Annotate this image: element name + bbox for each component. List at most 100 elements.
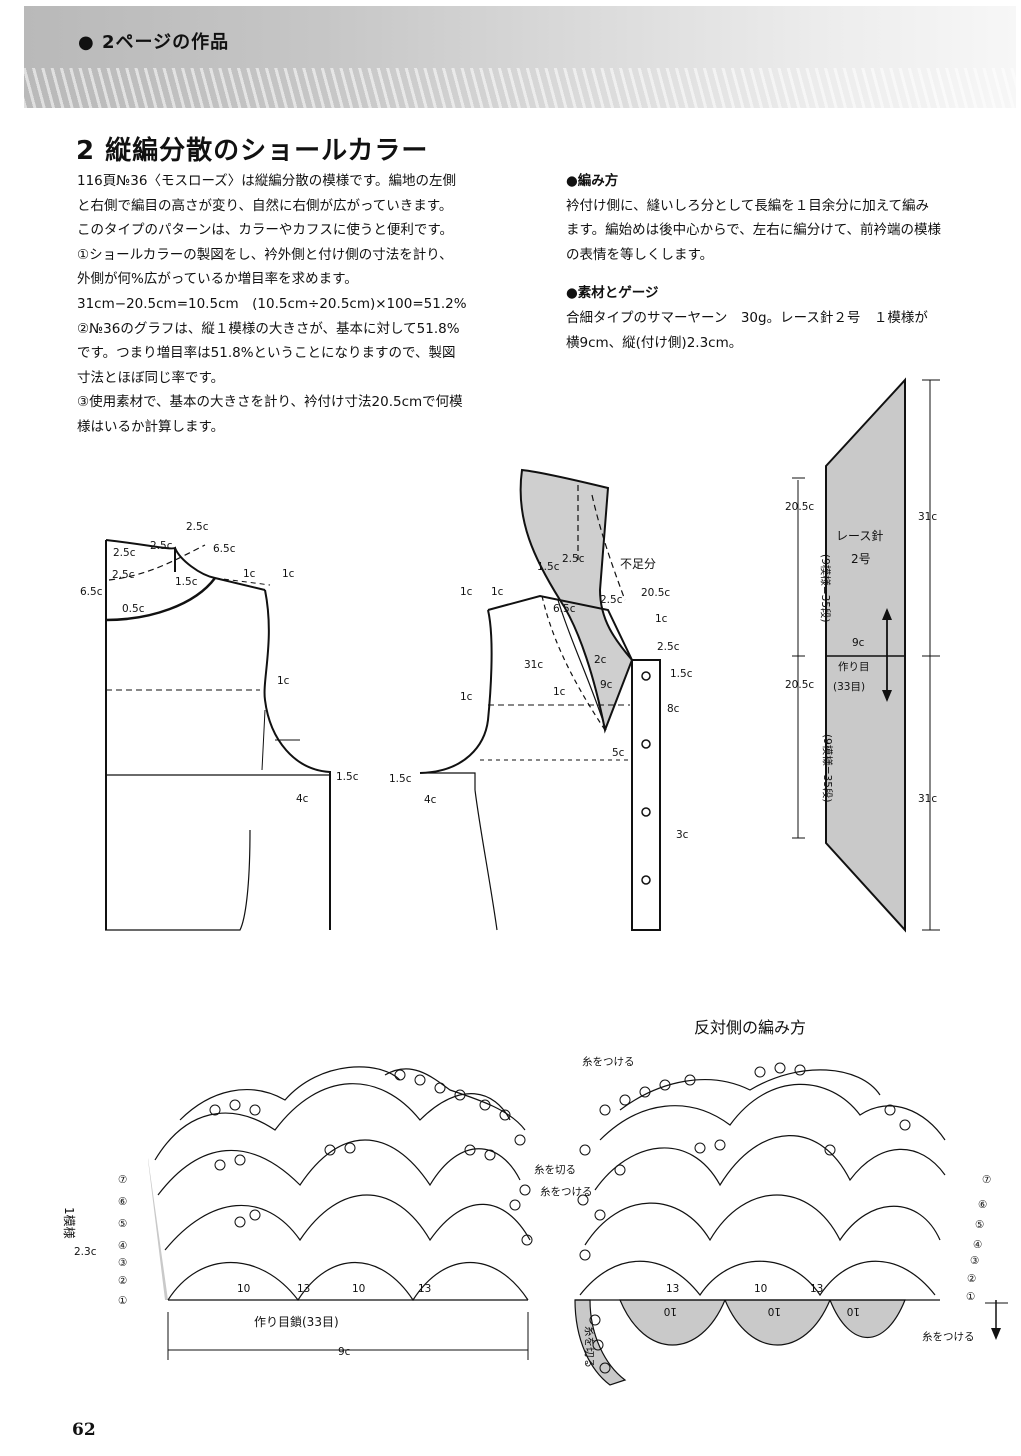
back-measure-8: 0.5c [122,603,145,615]
crochet-chart-left [148,1066,533,1302]
back-measure-1: 2.5c [186,521,209,533]
left-repeat-label: 1模様 [62,1207,76,1239]
text-line: ①ショールカラーの製図をし、衿外側と付け側の寸法を計り、 [77,246,453,263]
back-measure-11: 1c [277,675,290,687]
left-width: 9c [338,1346,351,1358]
left-row-6: ⑥ [118,1196,127,1208]
back-measure-5: 6.5c [213,543,236,555]
collar-width: 9c [852,637,865,649]
text-line: ます。編始めは後中心からで、左右に編分けて、前衿端の模様 [566,222,942,239]
front-measurements: 1c 1c 1.5c 2.5c 不足分 20.5c 6.5c 2.5c 1c 2… [389,553,693,841]
right-mirror-count-2: 10 [768,1305,781,1317]
front-measure-14: 9c [600,679,613,691]
text-line: 外側が何%広がっているか増目率を求めます。 [77,271,358,288]
right-yarn-attach-top: 糸をつける [582,1056,635,1068]
back-measure-4: 2.5c [112,569,135,581]
right-yarn-attach: 糸をつける [540,1186,593,1198]
front-measure-16: 8c [667,703,680,715]
crochet-left-labels: ⑦ ⑥ ⑤ ④ ③ ② ① 1模様 2.3c 10 13 10 13 作り目鎖(… [62,1174,529,1360]
front-measure-13: 1c [553,686,566,698]
collar-upper-note: (9模様=35段) [819,554,832,623]
front-measure-3: 1.5c [537,561,560,573]
right-row-2: ② [967,1273,976,1285]
front-measure-18: 5c [612,747,625,759]
text-line: 31cm−20.5cm=10.5cm (10.5cm÷20.5cm)×100=5… [77,295,467,312]
front-measure-2: 1c [491,586,504,598]
crochet-chart-right [574,1062,946,1386]
front-measure-19: 1.5c [389,773,412,785]
left-row-7: ⑦ [118,1174,127,1186]
left-row-2: ② [118,1275,127,1287]
collar-lower-length: 20.5c [785,679,814,691]
left-repeat-height: 2.3c [74,1246,97,1258]
back-measure-2: 2.5c [113,547,136,559]
right-row-1: ① [966,1291,975,1303]
back-measure-10: 1c [282,568,295,580]
left-row-1: ① [118,1295,127,1307]
collar-start: 作り目 [838,661,870,673]
right-row-4: ④ [973,1239,982,1251]
right-yarn-attach-bottom: 糸をつける [922,1331,975,1343]
collar-outer-lower: 31c [918,793,937,805]
front-measure-21: 3c [676,829,689,841]
front-measure-4: 2.5c [562,553,585,565]
text-line: 116頁№36〈モスローズ〉は縦編分散の模様です。編地の左側 [77,173,456,189]
collar-upper-length: 20.5c [785,501,814,513]
right-row-7: ⑦ [982,1174,991,1186]
knit-heading: ●編み方 [566,173,619,189]
text-line: 衿付け側に、縫いしろ分として長編を１目余分に加えて編み [566,197,930,214]
right-row-3: ③ [970,1255,979,1267]
collar-outer-upper: 31c [918,511,937,523]
left-fan-count-2: 13 [297,1283,310,1295]
back-measure-13: 4c [296,793,309,805]
back-measurements: 2.5c 2.5c 2.5c 2.5c 6.5c 6.5c 1.5c 0.5c … [80,521,359,805]
left-fan-count-4: 13 [418,1283,431,1295]
section-label: ● 2ページの作品 [78,32,230,53]
front-measure-7: 6.5c [553,603,576,615]
right-yarn-cut: 糸を切る [534,1164,576,1176]
header-band [24,6,1016,108]
text-line: の表情を等しくします。 [566,246,714,263]
text-line: 合細タイプのサマーヤーン 30g。レース針２号 １模様が [566,309,928,326]
left-row-5: ⑤ [118,1218,127,1230]
right-mirror-count-3: 10 [847,1305,860,1317]
opposite-side-caption: 反対側の編み方 [694,1018,807,1037]
crochet-right-labels: 糸をつける 糸を切る 糸をつける 糸を切る 糸をつける ⑦ ⑥ ⑤ ④ ③ ② … [534,1056,1008,1368]
front-measure-5: 不足分 [620,557,656,571]
left-fan-count-3: 10 [352,1283,365,1295]
front-pattern [419,468,661,931]
front-measure-10: 2.5c [657,641,680,653]
instructions-text: ●編み方 衿付け側に、縫いしろ分として長編を１目余分に加えて編み ます。編始めは… [566,169,1006,355]
right-yarn-cut-side: 糸を切る [583,1326,595,1368]
front-measure-20: 4c [424,794,437,806]
text-line: ②№36のグラフは、縦１模様の大きさが、基本に対して51.8% [77,320,460,337]
text-line: と右側で編目の高さが変り、自然に右側が広がっていきます。 [77,197,453,214]
collar-hook-label: レース針 [836,528,883,543]
front-measure-12: 2c [594,654,607,666]
left-stitch-dots [209,1069,533,1246]
text-line: 横9cm、縦(付け側)2.3cm。 [566,334,743,351]
back-measure-6: 6.5c [80,586,103,598]
front-measure-11: 31c [524,659,543,671]
text-line: 寸法とほぼ同じ率です。 [77,369,225,386]
page-number: 62 [72,1420,96,1440]
left-row-3: ③ [118,1257,127,1269]
front-buttons [641,671,651,885]
front-measure-17: 1c [460,691,473,703]
right-mirror-count-1: 10 [664,1305,677,1317]
text-line: です。つまり増目率は51.8%ということになりますので、製図 [77,345,456,362]
back-measure-7: 1.5c [175,576,198,588]
front-measure-8: 2.5c [600,594,623,606]
back-measure-12: 1.5c [336,771,359,783]
right-fan-count-2: 10 [754,1283,767,1295]
back-measure-3: 2.5c [150,540,173,552]
front-measure-6: 20.5c [641,587,670,599]
front-measure-15: 1.5c [670,668,693,680]
front-measure-9: 1c [655,613,668,625]
text-line: このタイプのパターンは、カラーやカフスに使うと便利です。 [77,222,453,239]
material-heading: ●素材とゲージ [566,285,659,302]
back-pattern [105,539,331,931]
collar-lower-note: (9模様=35段) [821,734,834,803]
collar-start-count: (33目) [833,681,865,693]
